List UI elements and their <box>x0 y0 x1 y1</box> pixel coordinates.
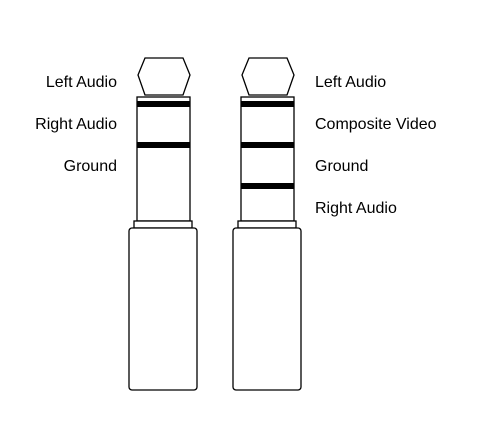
trs-band-1 <box>137 101 190 107</box>
trrs-neck <box>240 96 295 222</box>
trrs-label-sleeve: Right Audio <box>315 200 397 217</box>
trs-band-2 <box>137 142 190 148</box>
trrs-label-ring-1: Composite Video <box>315 116 437 133</box>
trrs-body <box>232 227 302 391</box>
trs-tip <box>137 57 191 96</box>
trrs-plug <box>232 57 302 391</box>
trs-plug <box>128 57 198 391</box>
trs-neck <box>136 96 191 222</box>
trs-collar <box>133 220 193 229</box>
trs-label-sleeve: Ground <box>64 158 117 175</box>
trrs-band-2 <box>241 142 294 148</box>
trrs-label-tip: Left Audio <box>315 74 386 91</box>
trs-label-ring: Right Audio <box>35 116 117 133</box>
trrs-band-3 <box>241 183 294 189</box>
trs-label-tip: Left Audio <box>46 74 117 91</box>
trrs-label-ring-2: Ground <box>315 158 368 175</box>
trrs-band-1 <box>241 101 294 107</box>
trrs-tip <box>241 57 295 96</box>
trrs-collar <box>237 220 297 229</box>
trs-body <box>128 227 198 391</box>
